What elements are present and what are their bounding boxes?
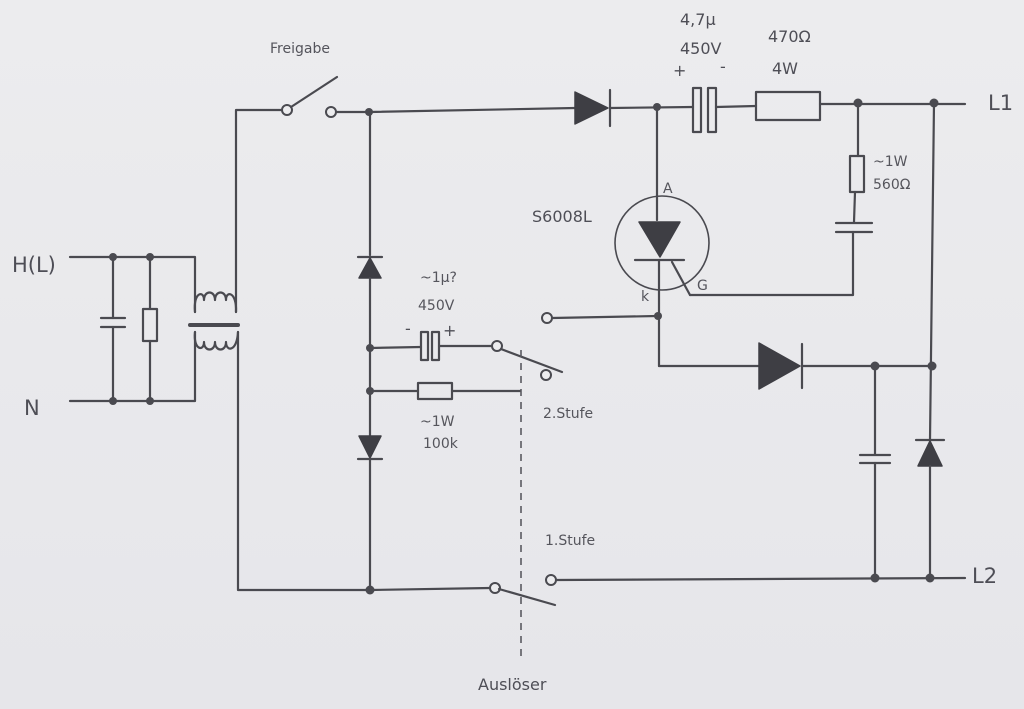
r2-value-label: 560Ω xyxy=(873,177,911,193)
rc-snubber xyxy=(834,101,874,234)
output-diode-path xyxy=(657,101,946,580)
r3-power-label: ~1W xyxy=(420,414,455,430)
stufe1-label: 1.Stufe xyxy=(545,533,595,549)
top-rail xyxy=(368,86,967,134)
r3-value-label: 100k xyxy=(423,436,459,452)
r2-power-label: ~1W xyxy=(873,154,908,170)
input-filter xyxy=(68,253,197,405)
c2-voltage-label: 450V xyxy=(418,298,455,314)
c2-value-label: ~1µ? xyxy=(420,270,457,286)
left-diode-chain xyxy=(356,108,384,595)
bottom-rail xyxy=(368,573,967,607)
gate-label: G xyxy=(697,278,708,294)
c1-voltage-label: 450V xyxy=(680,39,722,58)
stufe2-label: 2.Stufe xyxy=(543,406,593,422)
c1-value-label: 4,7µ xyxy=(680,10,716,29)
transformer xyxy=(188,108,372,592)
thyristor xyxy=(541,105,855,368)
c2-minus-label: - xyxy=(405,319,411,338)
c1-minus-label: - xyxy=(720,57,726,76)
r1-power-label: 4W xyxy=(772,59,798,78)
l1-label: L1 xyxy=(988,91,1013,115)
freigabe-switch xyxy=(281,75,372,118)
c2-plus-label: + xyxy=(443,321,456,340)
stufe2-network xyxy=(368,330,564,401)
freigabe-label: Freigabe xyxy=(270,41,330,57)
anode-label: A xyxy=(663,181,673,197)
l2-label: L2 xyxy=(972,564,997,588)
h-l-label: H(L) xyxy=(12,253,56,277)
cathode-label: k xyxy=(641,289,650,305)
n-label: N xyxy=(24,396,40,420)
thyristor-type-label: S6008L xyxy=(532,207,592,226)
r1-value-label: 470Ω xyxy=(768,27,811,46)
ausloeser-label: Auslöser xyxy=(478,675,547,694)
c1-plus-label: + xyxy=(673,61,686,80)
